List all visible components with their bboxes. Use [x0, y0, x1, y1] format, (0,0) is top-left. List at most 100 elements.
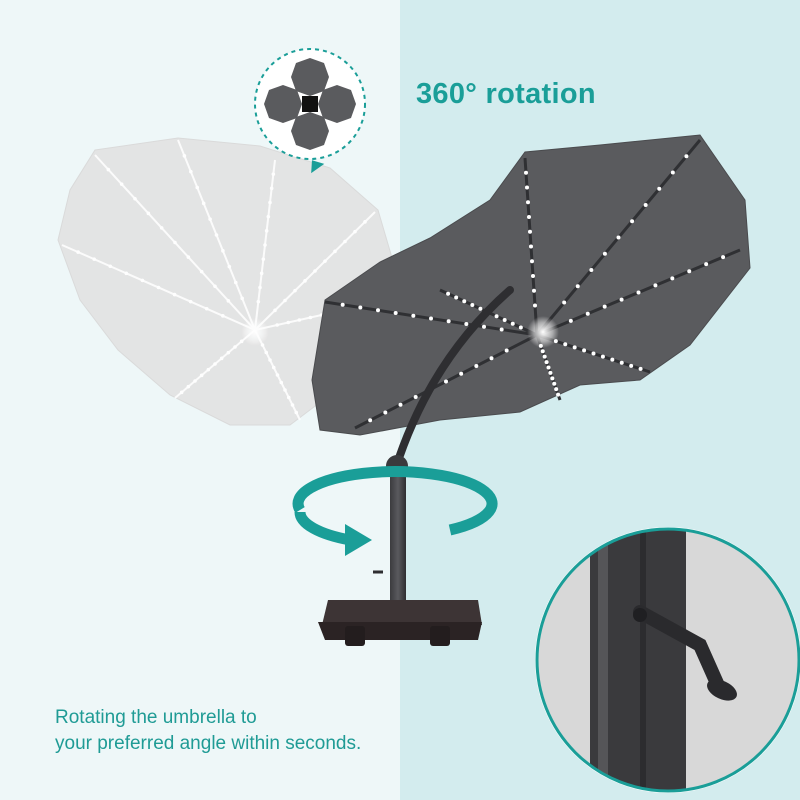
- led-light: [268, 200, 272, 205]
- led-light: [687, 269, 692, 274]
- led-light: [602, 304, 607, 309]
- led-light: [464, 322, 469, 326]
- led-light: [213, 284, 217, 289]
- led-light: [92, 257, 96, 261]
- led-light: [540, 349, 545, 354]
- led-light: [264, 229, 269, 233]
- led-light: [482, 324, 486, 329]
- led-light: [140, 278, 145, 283]
- led-light: [470, 303, 475, 307]
- led-light: [283, 388, 287, 392]
- led-light: [226, 299, 231, 303]
- led-light: [193, 379, 197, 383]
- headline-text: 360° rotation: [416, 78, 596, 110]
- caption-text: Rotating the umbrella to your preferred …: [55, 705, 361, 757]
- led-light: [226, 350, 231, 355]
- led-light: [602, 251, 607, 256]
- led-light: [76, 250, 80, 254]
- led-light: [182, 154, 187, 158]
- led-light: [553, 339, 558, 344]
- led-light: [518, 325, 523, 330]
- led-light: [286, 320, 291, 325]
- led-light: [556, 392, 561, 397]
- led-light: [206, 367, 211, 372]
- led-light: [269, 186, 274, 191]
- led-light: [562, 300, 567, 305]
- caption-line-1: Rotating the umbrella to: [55, 707, 257, 728]
- led-light: [532, 288, 536, 293]
- led-light: [275, 323, 279, 327]
- led-light: [261, 257, 266, 261]
- crank-handle-zoom-inset: [535, 527, 800, 793]
- led-light: [474, 364, 479, 368]
- dark-umbrella: [311, 134, 751, 477]
- led-light: [219, 356, 224, 361]
- circular-rotation-arrow-icon: [292, 466, 498, 556]
- led-light: [290, 403, 295, 407]
- led-light: [563, 342, 568, 347]
- led-light: [313, 269, 317, 273]
- led-light: [413, 395, 418, 399]
- led-light: [256, 299, 261, 304]
- led-light: [499, 327, 504, 332]
- led-light: [383, 410, 388, 415]
- led-light: [638, 366, 643, 371]
- led-light: [186, 255, 191, 259]
- led-light: [629, 363, 634, 368]
- led-light: [546, 365, 551, 370]
- led-light: [376, 308, 380, 313]
- led-light: [524, 170, 528, 175]
- led-light: [186, 384, 191, 389]
- led-light: [589, 268, 594, 272]
- led-light: [619, 360, 624, 365]
- led-light: [510, 321, 515, 326]
- led-light: [670, 170, 675, 175]
- led-light: [173, 240, 177, 245]
- led-light: [358, 305, 363, 310]
- led-light: [550, 376, 555, 381]
- led-light: [199, 373, 204, 378]
- led-light: [653, 283, 658, 288]
- led-light: [591, 351, 596, 356]
- led-light: [525, 185, 529, 190]
- umbrella-pole: [373, 466, 406, 614]
- led-light: [303, 279, 307, 283]
- led-light: [159, 226, 164, 230]
- led-light: [297, 318, 302, 322]
- led-light: [528, 229, 532, 234]
- led-light: [195, 185, 200, 190]
- ghost-umbrella: [57, 137, 396, 426]
- led-light: [199, 269, 204, 274]
- led-light: [240, 296, 244, 301]
- led-light: [446, 319, 451, 324]
- led-light: [368, 418, 373, 423]
- led-light: [538, 343, 543, 348]
- led-light: [156, 285, 161, 290]
- led-light: [721, 255, 726, 260]
- led-light: [259, 271, 264, 276]
- umbrella-base: [318, 600, 482, 646]
- led-light: [108, 264, 113, 269]
- led-light: [554, 387, 559, 392]
- led-light: [333, 249, 337, 254]
- led-light: [239, 339, 244, 344]
- led-light: [353, 229, 357, 234]
- led-light: [670, 276, 675, 281]
- led-light: [610, 357, 615, 362]
- led-light: [343, 239, 347, 244]
- led-light: [233, 280, 238, 285]
- led-light: [363, 220, 367, 224]
- led-light: [308, 315, 313, 320]
- led-light: [273, 308, 277, 313]
- led-light: [446, 291, 451, 296]
- led-light: [340, 302, 345, 307]
- led-light: [204, 306, 209, 311]
- led-light: [133, 196, 137, 201]
- led-light: [544, 360, 549, 365]
- led-light: [552, 381, 557, 386]
- led-light: [146, 211, 151, 216]
- led-light: [106, 167, 111, 172]
- led-light: [411, 313, 416, 318]
